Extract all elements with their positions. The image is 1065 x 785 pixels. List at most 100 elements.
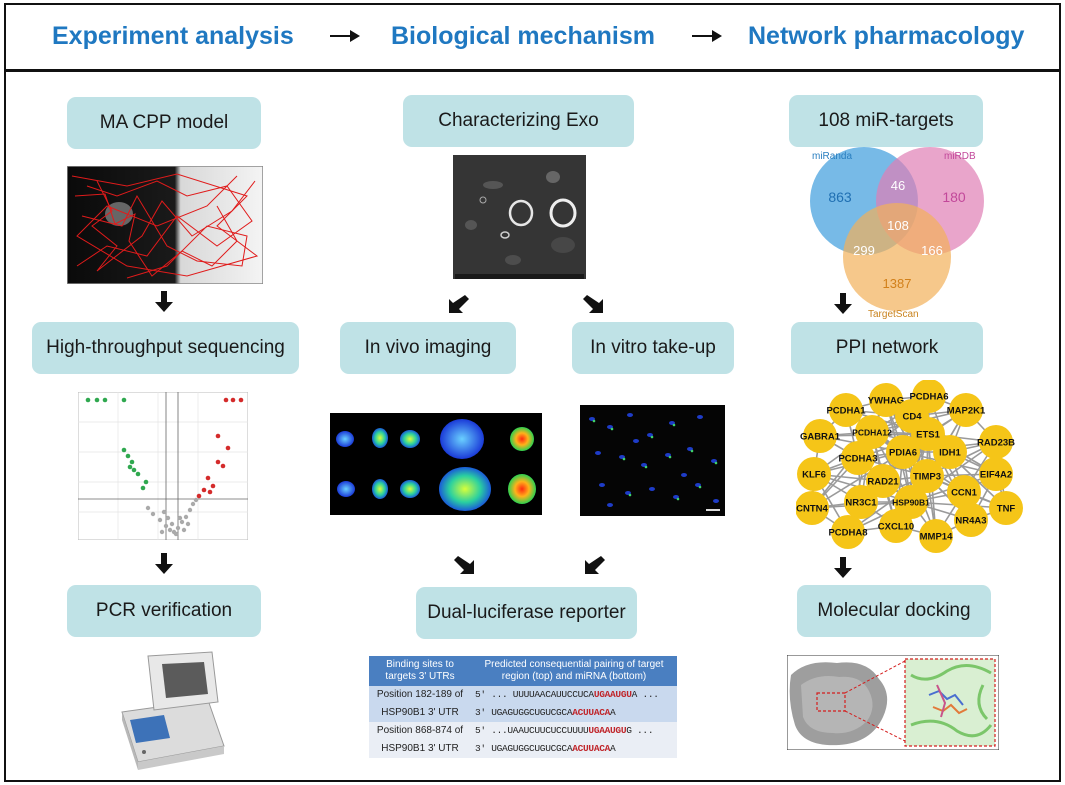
ppi-node-label: PDIA6 [889, 448, 917, 459]
ppi-node-label: RAD23B [977, 438, 1015, 449]
binding-site-position: Position 182-189 of [376, 689, 464, 700]
ppi-node-label: EIF4A2 [980, 470, 1012, 481]
table-row: Position 182-189 of 5' ... UUUUAACAUUCCU… [369, 686, 677, 704]
binding-site-cell: Position 182-189 of [369, 686, 471, 704]
seq-bottom-prefix: 3' UGAGUGGCUGUCGCA [475, 743, 573, 754]
arrow-right-icon [692, 30, 722, 42]
venn-value-miranda-targetscan: 299 [853, 243, 875, 258]
venn-label-miranda: miRanda [812, 151, 852, 162]
in-vitro-uptake-image [580, 405, 725, 516]
binding-site-cell: HSP90B1 3' UTR [369, 704, 471, 722]
binding-site-table: Binding sites to targets 3' UTRs Predict… [369, 656, 677, 758]
ppi-node-label: CD4 [902, 412, 922, 423]
arrow-down-icon [155, 291, 173, 312]
binding-site-cell: HSP90B1 3' UTR [369, 740, 471, 758]
tem-exosome-image [453, 155, 586, 279]
ppi-node [855, 415, 889, 449]
pairing-cell: 5' ...UAAUCUUCUCCUUUUUGAAUGUG ... [471, 722, 677, 740]
ppi-node-label: CCN1 [951, 488, 978, 499]
ppi-edge [811, 451, 904, 509]
pcr-instrument-image [121, 651, 225, 770]
seq-top-seed: UGAAUGU [588, 725, 627, 736]
in-vivo-imaging-image [330, 413, 542, 515]
venn-label-mirdb: miRDB [944, 151, 976, 162]
seq-bottom-suffix: A [610, 743, 616, 754]
ppi-node [979, 425, 1013, 459]
ppi-node [841, 441, 875, 475]
header-title-biological: Biological mechanism [391, 22, 655, 50]
box-ma-cpp-model: MA CPP model [67, 97, 261, 149]
arrow-down-right-icon [583, 295, 603, 313]
seq-bottom-prefix: 3' UGAGUGGCUGUCGCA [475, 707, 573, 718]
ppi-node-label: PCDHA8 [828, 528, 867, 539]
ppi-node [919, 519, 953, 553]
ppi-node [954, 503, 988, 537]
binding-site-position: Position 868-874 of [376, 725, 464, 736]
ppi-node [886, 435, 920, 469]
ppi-node [947, 475, 981, 509]
seq-top-prefix: 5' ... UUUUAACAUUCCUCA [475, 689, 594, 700]
table-header-pairing: Predicted consequential pairing of targe… [471, 656, 677, 686]
ppi-node-label: CNTN4 [796, 504, 828, 515]
ppi-node [796, 491, 829, 525]
ppi-node [844, 485, 878, 519]
venn-value-mirdb-only: 180 [942, 189, 966, 205]
arrow-down-icon [834, 557, 852, 578]
ppi-node-label: MAP2K1 [947, 406, 986, 417]
ppi-node-label: PCDHA3 [838, 454, 877, 465]
box-pcr-verification: PCR verification [67, 585, 261, 637]
table-row: Position 868-874 of 5' ...UAAUCUUCUCCUUU… [369, 722, 677, 740]
ppi-node-label: PCDHA6 [909, 392, 948, 403]
ppi-node-label: GABRA1 [800, 432, 841, 443]
seq-bottom-seed: ACUUACA [572, 743, 611, 754]
box-molecular-docking: Molecular docking [797, 585, 991, 637]
ppi-node [797, 457, 831, 491]
ppi-node [803, 419, 837, 453]
arrow-right-icon [330, 30, 360, 42]
table-header-binding-sites: Binding sites to targets 3' UTRs [369, 656, 471, 686]
arrow-down-left-icon [585, 556, 605, 574]
table-row: HSP90B1 3' UTR 3' UGAGUGGCUGUCGCAACUUACA… [369, 740, 677, 758]
main-frame [4, 70, 1061, 782]
ppi-node-label: PCDHA12 [852, 428, 892, 438]
ppi-node-label: TIMP3 [913, 472, 941, 483]
box-in-vitro-take-up: In vitro take-up [572, 322, 734, 374]
seq-bottom-suffix: A [610, 707, 616, 718]
pairing-cell: 5' ... UUUUAACAUUCCUCAUGAAUGUA ... [471, 686, 677, 704]
seq-top-suffix: G ... [626, 725, 654, 736]
box-ppi-network: PPI network [791, 322, 983, 374]
ppi-node-label: NR3C1 [845, 498, 877, 509]
venn-label-targetscan: TargetScan [868, 309, 919, 320]
seq-top-seed: UGAAUGU [593, 689, 632, 700]
ppi-node [831, 515, 865, 549]
table-row: HSP90B1 3' UTR 3' UGAGUGGCUGUCGCAACUUACA… [369, 704, 677, 722]
cpp-trajectory-image [67, 166, 263, 284]
box-in-vivo-imaging: In vivo imaging [340, 322, 516, 374]
ppi-node-label: PCDHA1 [826, 406, 866, 417]
seq-top-suffix: A ... [631, 689, 659, 700]
ppi-node-label: TNF [997, 504, 1016, 515]
ppi-node-label: NR4A3 [955, 516, 986, 527]
venn-circle-targetscan [843, 203, 951, 311]
volcano-plot-image [78, 392, 248, 540]
ppi-node-label: IDH1 [939, 448, 961, 459]
ppi-node [866, 464, 900, 498]
ppi-node [979, 457, 1013, 491]
ppi-node-label: RAD21 [867, 477, 899, 488]
box-dual-luciferase-reporter: Dual-luciferase reporter [416, 587, 637, 639]
box-characterizing-exo: Characterizing Exo [403, 95, 634, 147]
pairing-cell: 3' UGAGUGGCUGUCGCAACUUACAA [471, 704, 677, 722]
box-108-mir-targets: 108 miR-targets [789, 95, 983, 147]
ppi-node [869, 383, 903, 417]
ppi-node-label: ETS1 [916, 430, 940, 441]
ppi-node-label: HSP90B1 [892, 498, 930, 508]
venn-value-miranda-only: 863 [828, 189, 852, 205]
arrow-down-icon [834, 293, 852, 314]
ppi-node-label: MMP14 [920, 532, 953, 543]
header-title-experiment: Experiment analysis [52, 22, 294, 50]
venn-diagram: miRanda miRDB TargetScan 863 180 46 108 … [810, 147, 984, 320]
binding-site-gene: HSP90B1 3' UTR [381, 707, 459, 718]
venn-value-targetscan-only: 1387 [883, 276, 912, 291]
ppi-node-label: YWHAG [868, 396, 904, 407]
